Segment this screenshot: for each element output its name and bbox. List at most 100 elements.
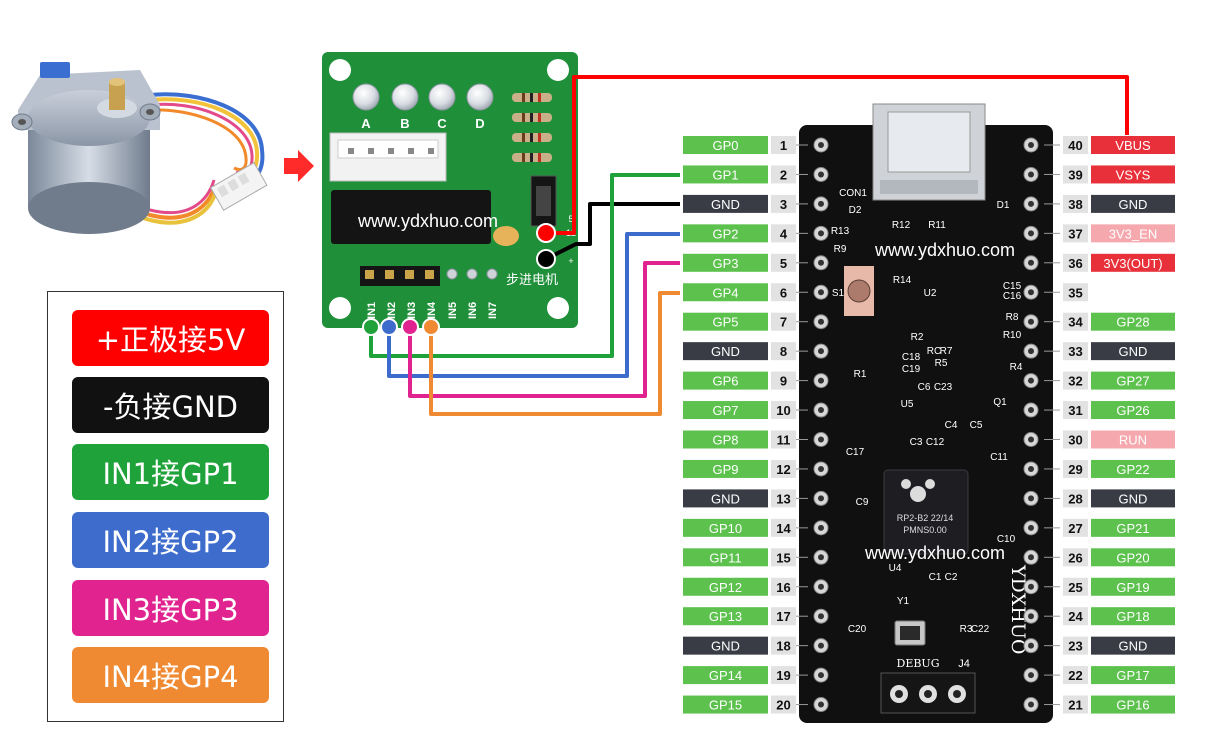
pin-hole	[818, 377, 824, 384]
pin-number: 15	[776, 550, 790, 565]
pin-number: 28	[1068, 491, 1082, 506]
pin-label-box	[683, 459, 768, 478]
component-label: C23	[934, 382, 953, 393]
capacitor	[493, 226, 519, 246]
component-label: C11	[990, 452, 1008, 463]
component-label: C18	[902, 352, 921, 363]
pin-label-box	[683, 312, 768, 331]
pin-number-box	[1063, 695, 1088, 714]
pin-number-box	[771, 459, 796, 478]
legend: +正极接5V -负接GND IN1接GP1 IN2接GP2 IN3接GP3 IN…	[47, 291, 284, 722]
pin-number-box	[1063, 459, 1088, 478]
legend-item-vcc: +正极接5V	[72, 310, 269, 366]
pin-label: GP14	[709, 668, 742, 683]
pin-number-box	[1063, 636, 1088, 655]
rp2040-chip	[883, 469, 969, 555]
input-label-in7: IN7	[487, 302, 499, 319]
pin-number-box	[771, 695, 796, 714]
component-label: R5	[935, 358, 948, 369]
pin-hole	[818, 613, 824, 620]
component-label: C12	[926, 437, 945, 448]
pin-hole	[818, 348, 824, 355]
pin-label: GP11	[709, 550, 741, 565]
pin-row-right: 33 GND	[1044, 342, 1175, 361]
pin-hole	[1028, 436, 1034, 443]
pin-label: GND	[711, 491, 740, 506]
pin-number-box	[771, 401, 796, 420]
pin-number: 16	[776, 580, 790, 595]
component-label: R11	[928, 220, 946, 231]
pin-label: GND	[1119, 344, 1148, 359]
component-label: R10	[1003, 330, 1022, 341]
pin-hole	[1028, 672, 1034, 679]
pin-label: VSYS	[1116, 167, 1151, 182]
pin-number: 8	[780, 344, 787, 359]
wire-black-gnd	[545, 202, 680, 261]
pin-label-box	[683, 548, 768, 567]
component-label: U4	[889, 563, 902, 574]
pin-label: GP27	[1116, 374, 1149, 389]
pin-number-box	[771, 371, 796, 390]
pin-row-right: 28 GND	[1044, 489, 1175, 508]
pin-number: 23	[1068, 639, 1082, 654]
pin-number: 35	[1068, 285, 1082, 300]
pin-number: 14	[776, 521, 791, 536]
pin-hole	[1028, 613, 1034, 620]
pin-label: GP7	[712, 403, 738, 418]
component-label: R7	[940, 346, 953, 357]
pin-label-box	[1091, 371, 1175, 390]
pin-label-box	[1091, 695, 1175, 714]
pin-label-box	[683, 194, 768, 213]
pin-hole	[818, 318, 824, 325]
pin-hole	[1028, 465, 1034, 472]
component-label: R9	[834, 244, 847, 255]
pin-label-box	[683, 430, 768, 449]
pin-label: GP0	[712, 138, 738, 153]
component-label: C17	[846, 447, 865, 458]
pin-label-box	[1091, 607, 1175, 626]
motor-connector	[329, 132, 447, 182]
component-label: C9	[856, 497, 869, 508]
pin-number: 13	[776, 491, 790, 506]
stepper-motor-icon	[11, 62, 268, 234]
pin-label: RUN	[1119, 433, 1147, 448]
pin-hole	[818, 171, 824, 178]
component-label: R1	[854, 369, 867, 380]
legend-item-in1: IN1接GP1	[72, 444, 269, 500]
component-label: D2	[849, 205, 862, 216]
resistor-array	[512, 93, 552, 162]
pin-number: 33	[1068, 344, 1082, 359]
pin-label-box	[1091, 666, 1175, 685]
pin-number-box	[1063, 577, 1088, 596]
pin-label: GP22	[1116, 462, 1149, 477]
component-label: U2	[924, 288, 937, 299]
pin-hole	[1028, 348, 1034, 355]
pin-label: GP6	[712, 374, 738, 389]
input-labels: IN1 IN2 IN3 IN4 IN5 IN6 IN7	[366, 301, 499, 319]
pin-number-box	[1063, 283, 1088, 302]
pin-label: GP13	[709, 609, 742, 624]
pin-hole	[818, 259, 824, 266]
pin-number: 3	[780, 197, 787, 212]
pin-hole	[818, 289, 824, 296]
pin-label: GND	[1119, 491, 1148, 506]
pin-number: 39	[1068, 167, 1082, 182]
pin-label: GND	[711, 344, 740, 359]
pin-label-box	[1091, 253, 1175, 272]
pin-number: 20	[776, 698, 790, 713]
debug-label: DEBUG	[897, 657, 940, 670]
component-label: Y1	[897, 596, 910, 607]
pin-label-box	[1091, 430, 1175, 449]
arrow-right-icon	[284, 150, 314, 182]
pin-label-box	[1091, 459, 1175, 478]
pin-label: GP17	[1116, 668, 1149, 683]
pin-label: GP19	[1116, 580, 1149, 595]
terminal-black	[536, 249, 556, 269]
